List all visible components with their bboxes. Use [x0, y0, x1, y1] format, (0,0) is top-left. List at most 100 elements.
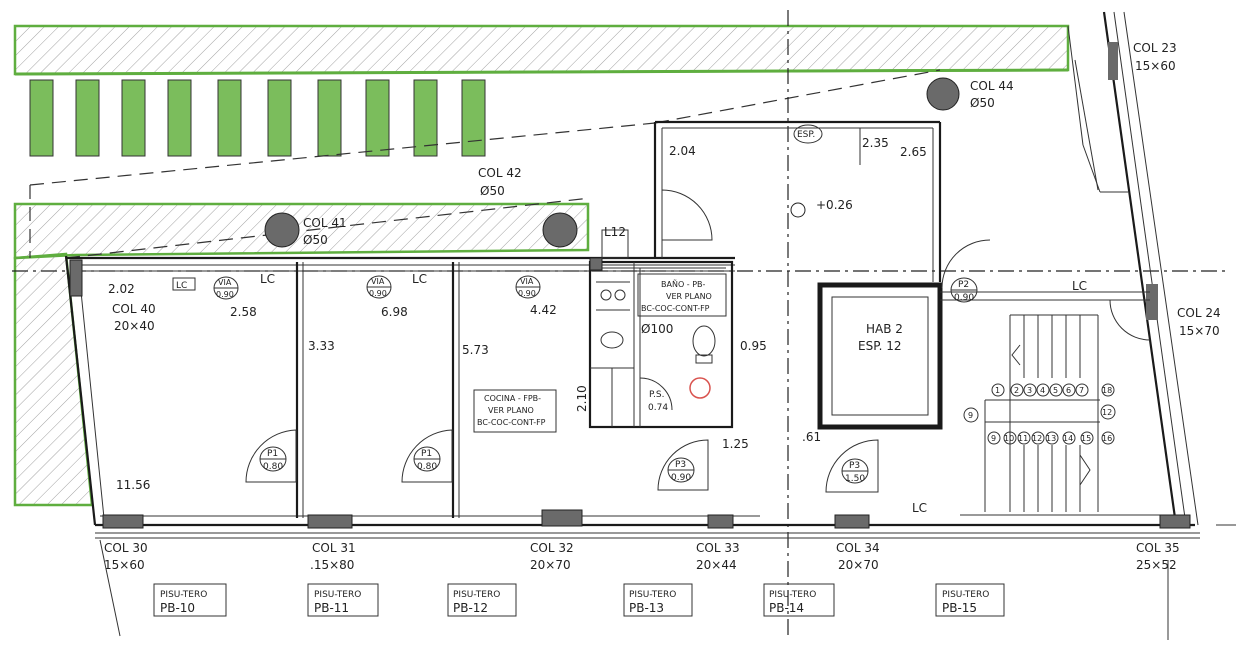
stair-step-bottom: 11 — [1018, 434, 1028, 443]
via-tag-1-size: 0.90 — [216, 290, 234, 299]
stair-numbers: 1 2 3 4 5 6 7 18 9 12 9 10 11 12 13 14 1… — [963, 383, 1116, 445]
p1-tag-1-label: P1 — [267, 449, 278, 459]
green-zones — [13, 24, 1070, 507]
planter — [167, 79, 192, 157]
stair-step-bottom: 15 — [1081, 434, 1091, 443]
planter — [413, 79, 438, 157]
tags: VIA 0.90 VIA 0.90 VIA 0.90 P1 0.80 P1 0.… — [213, 275, 978, 484]
stair-step-bottom: 9 — [991, 434, 996, 443]
bano-line-3: BC-COC-CONT-FP — [641, 304, 710, 313]
col30-size: 15×60 — [104, 558, 145, 572]
dim-210: 2.10 — [575, 385, 589, 412]
stair-step-bottom: 14 — [1063, 434, 1073, 443]
p2-tag-label: P2 — [958, 280, 969, 290]
dim-442: 4.42 — [530, 303, 557, 317]
bath-fixtures — [600, 202, 806, 399]
phi-100: Ø100 — [641, 322, 673, 336]
dim-061: .61 — [802, 430, 821, 444]
column-33 — [707, 514, 734, 529]
column-bath — [589, 257, 603, 271]
l12-label: L12 — [604, 225, 626, 239]
col30-name: COL 30 — [104, 541, 148, 555]
right-diagonal-walls — [1067, 11, 1236, 526]
stair-step-top: 6 — [1066, 386, 1071, 395]
stair-step-mid: 9 — [968, 411, 973, 420]
p2-tag-size: 0.90 — [954, 293, 974, 303]
door-swings — [245, 189, 1151, 493]
p1-tag-1-size: 0.80 — [263, 462, 283, 472]
bano-line-1: BAÑO - PB- — [661, 279, 706, 289]
pisutero-title: PISU-TERO — [160, 590, 207, 600]
column-34 — [834, 514, 870, 529]
ps-line-2: 0.74 — [648, 403, 668, 413]
p1-tag-2-label: P1 — [421, 449, 432, 459]
lc-label-2: LC — [260, 272, 275, 286]
dim-235: 2.35 — [862, 136, 889, 150]
stair-step-top: 2 — [1014, 386, 1019, 395]
stove-burner-icon — [600, 289, 612, 301]
stair-step-top: 5 — [1053, 386, 1058, 395]
stair-step-bottom: 12 — [1032, 434, 1042, 443]
col35-name: COL 35 — [1136, 541, 1180, 555]
col24-name: COL 24 — [1177, 306, 1221, 320]
col35-size: 25×52 — [1136, 558, 1177, 572]
lc-label-1: LC — [176, 281, 187, 291]
via-tag-2-size: 0.90 — [369, 289, 387, 298]
building-walls — [64, 120, 1200, 539]
col32-size: 20×70 — [530, 558, 571, 572]
dim-265: 2.65 — [900, 145, 927, 159]
col31-name: COL 31 — [312, 541, 356, 555]
via-tag-1-label: VIA — [218, 278, 232, 287]
cocina-line-1: COCINA - FPB- — [484, 394, 541, 403]
via-tag-2-label: VIA — [371, 277, 385, 286]
col44-name: COL 44 — [970, 79, 1014, 93]
col44-size: Ø50 — [970, 96, 995, 110]
dashed-lines — [12, 10, 1230, 640]
stair-step-top: 4 — [1040, 386, 1045, 395]
stair-arrow-right-icon — [1079, 454, 1091, 486]
col34-size: 20×70 — [838, 558, 879, 572]
col24-size: 15×70 — [1179, 324, 1220, 338]
pisutero-title: PISU-TERO — [629, 590, 676, 600]
pisutero-code: PB-15 — [942, 601, 977, 615]
dim-125: 1.25 — [722, 437, 749, 451]
plan-labels: COL 23 15×60 COL 44 Ø50 COL 42 Ø50 COL 4… — [104, 41, 1221, 572]
col33-name: COL 33 — [696, 541, 740, 555]
column-32 — [541, 509, 583, 527]
pisutero-title: PISU-TERO — [942, 590, 989, 600]
dim-202: 2.02 — [108, 282, 135, 296]
ps-line-1: P.S. — [649, 390, 664, 400]
column-31 — [307, 514, 353, 529]
bano-line-2: VER PLANO — [666, 292, 712, 301]
staircase — [984, 314, 1100, 512]
shower-drain-icon — [689, 377, 711, 399]
pisutero-title: PISU-TERO — [769, 590, 816, 600]
level-label: +0.26 — [816, 198, 853, 212]
planter — [121, 79, 146, 157]
stair-step-bottom: 16 — [1102, 434, 1112, 443]
col42-size: Ø50 — [480, 184, 505, 198]
pisutero-title: PISU-TERO — [314, 590, 361, 600]
p3-tag-1-label: P3 — [675, 460, 686, 470]
p3-tag-2-label: P3 — [849, 461, 860, 471]
col40-size: 20×40 — [114, 319, 155, 333]
pisutero-code: PB-14 — [769, 601, 804, 615]
column-44 — [926, 77, 960, 111]
stair-step-top: 18 — [1102, 386, 1112, 395]
planter — [365, 79, 390, 157]
col40-name: COL 40 — [112, 302, 156, 316]
stair-step-top: 7 — [1079, 386, 1084, 395]
planters — [29, 79, 486, 157]
dim-1156: 11.56 — [116, 478, 150, 492]
dim-095: 0.95 — [740, 339, 767, 353]
col23-name: COL 23 — [1133, 41, 1177, 55]
lc-label-5: LC — [912, 501, 927, 515]
stair-step-bottom: 10 — [1004, 434, 1014, 443]
planter — [75, 79, 100, 157]
planter — [29, 79, 54, 157]
stair-step-top: 1 — [995, 386, 1000, 395]
col41-size: Ø50 — [303, 233, 328, 247]
pisutero-code: PB-10 — [160, 601, 195, 615]
cocina-line-2: VER PLANO — [488, 406, 534, 415]
